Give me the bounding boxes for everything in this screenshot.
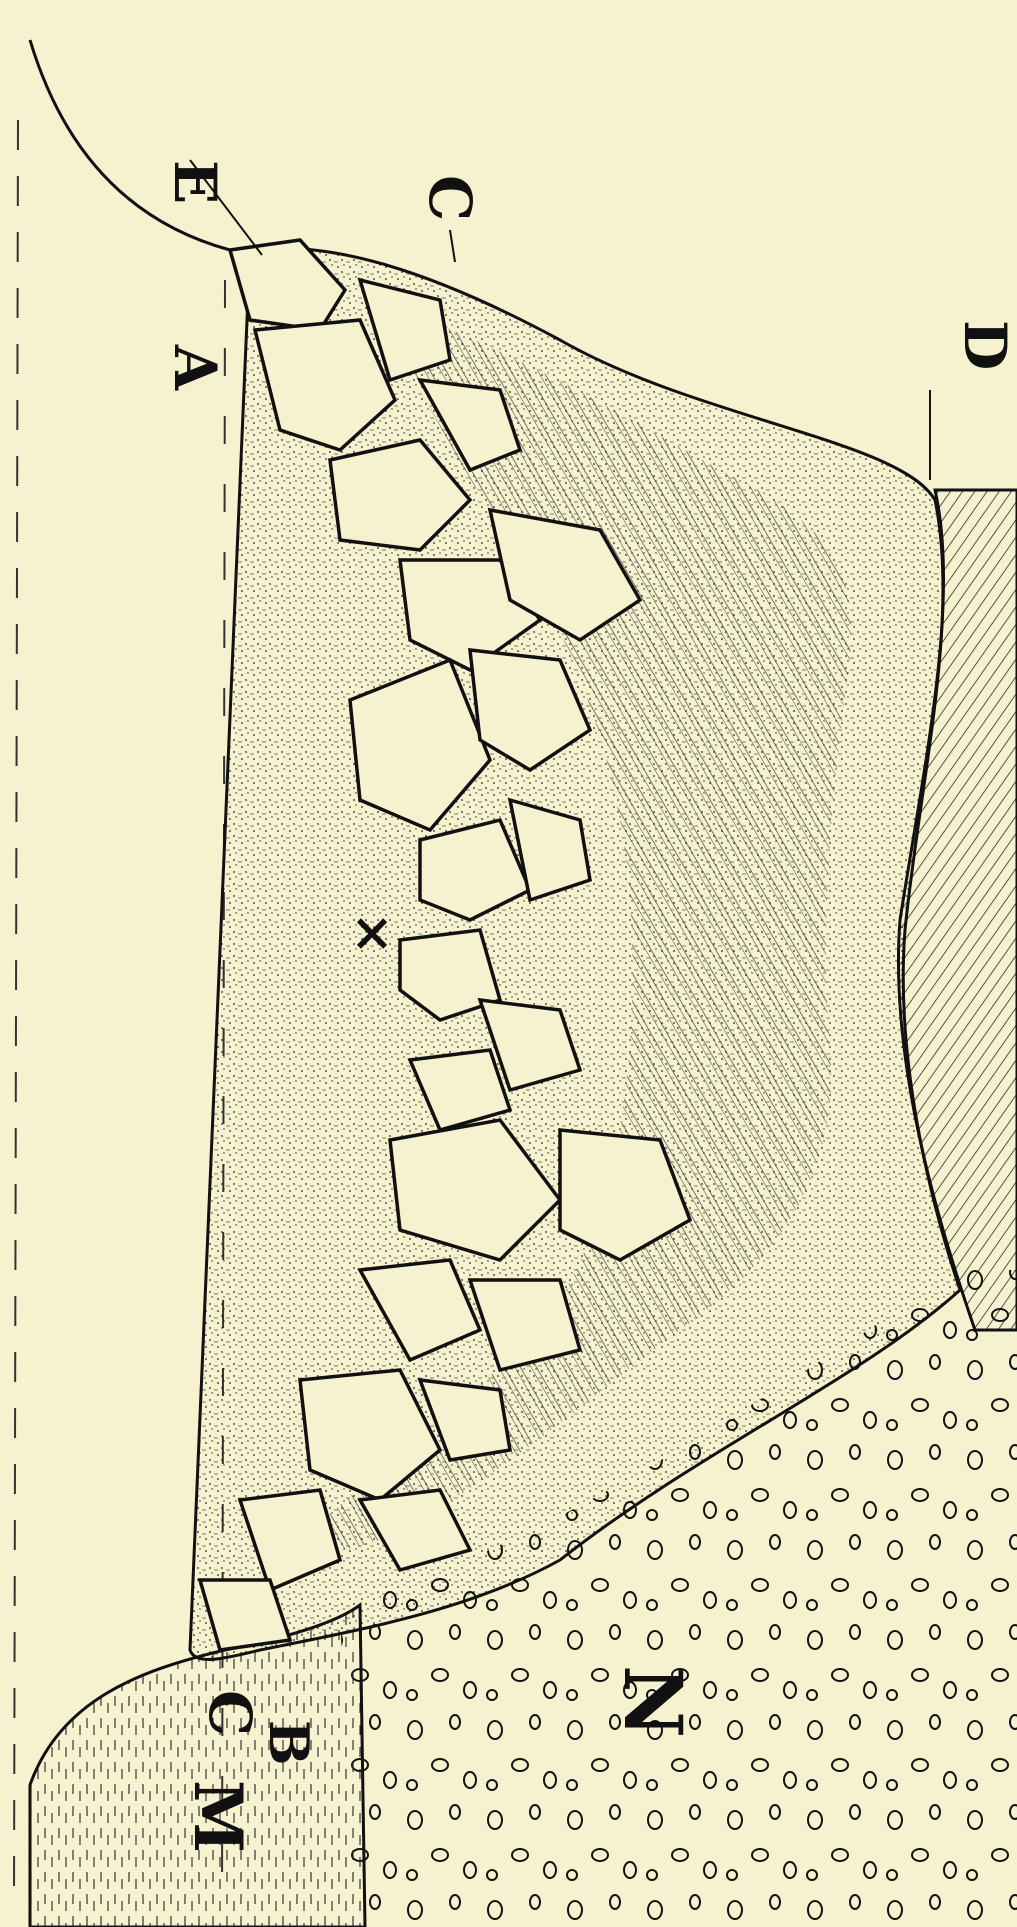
dashed-line-left (14, 120, 18, 1900)
label-n: N (606, 1665, 700, 1738)
label-b: B (257, 1720, 321, 1766)
label-c-bottom: C (196, 1690, 264, 1736)
label-a: A (161, 344, 229, 391)
label-e: E (161, 160, 229, 204)
pointer-c-top (450, 230, 455, 262)
label-d: D (951, 320, 1017, 370)
label-c-top: C (416, 175, 484, 221)
surface-line (30, 40, 230, 250)
label-m: M (179, 1780, 257, 1853)
label-x-mark: × (350, 902, 394, 963)
